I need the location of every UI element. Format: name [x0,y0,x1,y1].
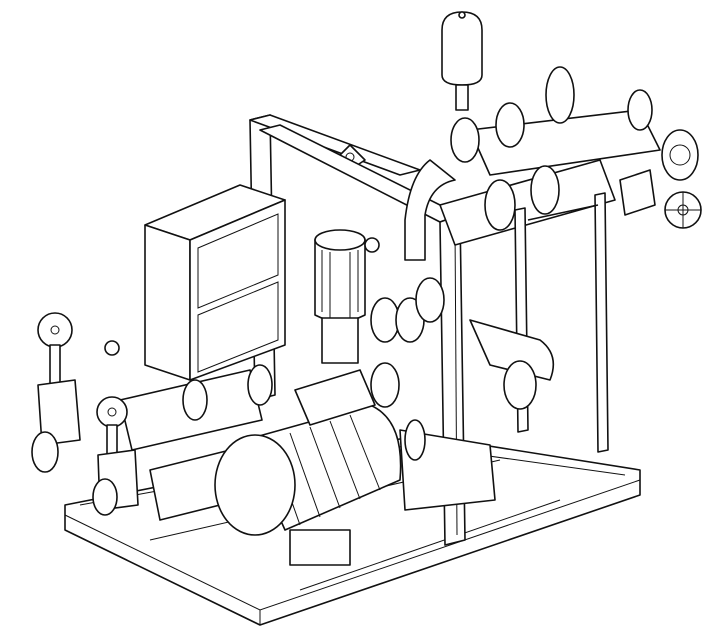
vertical-pump [314,229,380,364]
expansion-tank [441,11,483,111]
horizontal-motor [214,369,402,566]
control-cabinet [144,184,286,381]
manifold-supports [514,192,609,453]
gate-valve-right [619,169,702,229]
center-pipework [370,277,555,410]
gate-valve-left-2 [92,396,139,516]
pressure-gauge [104,340,120,356]
gate-valve-left-1 [31,312,81,473]
horizontal-pump [399,419,496,511]
discharge-manifold [404,66,699,261]
